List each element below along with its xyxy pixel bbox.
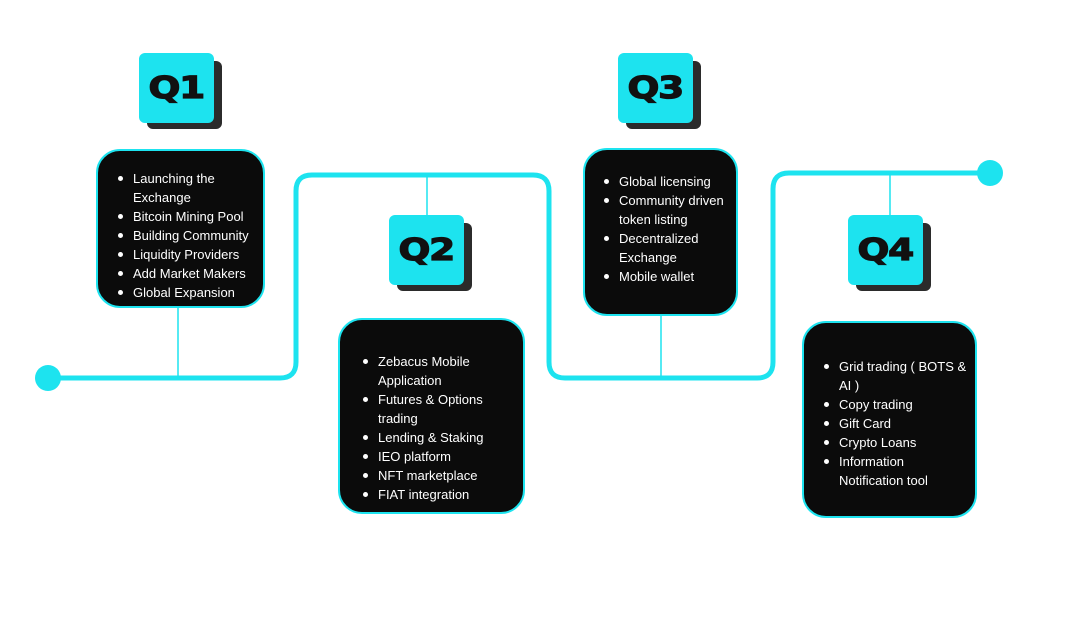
q4-badge: Q4 [848,215,932,293]
list-item: Launching the Exchange [116,169,253,207]
q1-badge: Q1 [139,53,223,131]
list-item: FIAT integration [361,485,513,504]
q2-badge: Q2 [389,215,473,293]
list-item: Information Notification tool [822,452,967,490]
list-item: Community driven token listing [602,191,728,229]
timeline-end-dot [977,160,1003,186]
list-item: Grid trading ( BOTS & AI ) [822,357,967,395]
list-item: Futures & Options trading [361,390,513,428]
q4-card: Grid trading ( BOTS & AI ) Copy trading … [802,321,977,518]
timeline-start-dot [35,365,61,391]
q2-badge-label: Q2 [398,232,456,268]
q1-item-list: Launching the Exchange Bitcoin Mining Po… [116,169,253,302]
list-item: Global licensing [602,172,728,191]
q4-badge-label: Q4 [857,232,915,268]
list-item: Gift Card [822,414,967,433]
list-item: Global Expansion [116,283,253,302]
q3-badge-label: Q3 [627,70,685,106]
list-item: Decentralized Exchange [602,229,728,267]
list-item: Add Market Makers [116,264,253,283]
q4-badge-face: Q4 [848,215,923,285]
q2-item-list: Zebacus Mobile Application Futures & Opt… [361,352,513,504]
list-item: Mobile wallet [602,267,728,286]
q1-card: Launching the Exchange Bitcoin Mining Po… [96,149,265,308]
list-item: Crypto Loans [822,433,967,452]
q4-item-list: Grid trading ( BOTS & AI ) Copy trading … [822,357,967,490]
list-item: Zebacus Mobile Application [361,352,513,390]
list-item: Bitcoin Mining Pool [116,207,253,226]
timeline-path [45,170,993,381]
list-item: Copy trading [822,395,967,414]
list-item: Lending & Staking [361,428,513,447]
q3-badge-face: Q3 [618,53,693,123]
q1-badge-label: Q1 [148,70,206,106]
q2-badge-face: Q2 [389,215,464,285]
list-item: Building Community [116,226,253,245]
q3-badge: Q3 [618,53,702,131]
list-item: NFT marketplace [361,466,513,485]
q3-card: Global licensing Community driven token … [583,148,738,316]
q2-card: Zebacus Mobile Application Futures & Opt… [338,318,525,514]
q3-item-list: Global licensing Community driven token … [602,172,728,286]
list-item: IEO platform [361,447,513,466]
q1-badge-face: Q1 [139,53,214,123]
list-item: Liquidity Providers [116,245,253,264]
